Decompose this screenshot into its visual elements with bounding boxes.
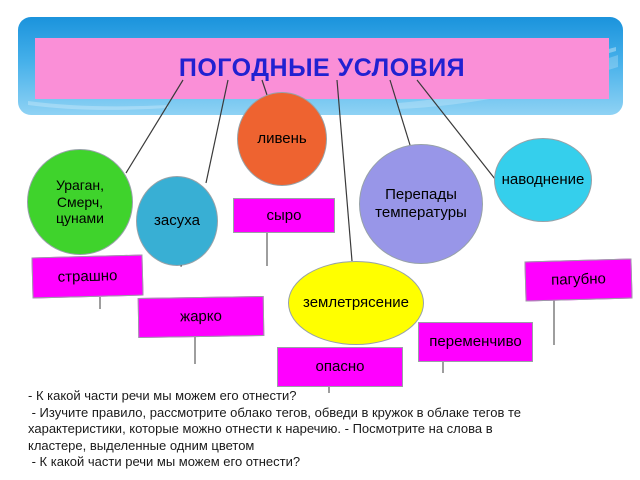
node-label: сыро (266, 206, 302, 224)
node-label: Ураган, Смерч, цунами (55, 177, 105, 227)
node-dangerous: опасно (277, 347, 403, 387)
node-label: пагубно (550, 270, 607, 289)
node-scary: страшно (31, 254, 144, 299)
title-banner: ПОГОДНЫЕ УСЛОВИЯ (18, 17, 623, 115)
notes-line: - К какой части речи мы можем его отнест… (28, 388, 297, 403)
node-label: засуха (154, 212, 200, 230)
node-label: жарко (179, 307, 223, 326)
node-temperature-swings: Перепады температуры (359, 144, 483, 264)
node-drought: засуха (136, 176, 218, 266)
node-label: страшно (57, 266, 118, 286)
title-plate: ПОГОДНЫЕ УСЛОВИЯ (35, 38, 609, 99)
notes-line: - К какой части речи мы можем его отнест… (28, 454, 301, 469)
node-label: переменчиво (429, 333, 522, 351)
node-downpour: ливень (237, 92, 327, 186)
node-label: наводнение (501, 171, 585, 189)
node-earthquake: землетрясение (288, 261, 424, 345)
node-pernicious: пагубно (524, 258, 633, 302)
node-changeable: переменчиво (418, 322, 533, 362)
notes-line: кластере, выделенные одним цветом (28, 437, 255, 453)
node-hot: жарко (137, 296, 265, 338)
node-flood: наводнение (494, 138, 592, 222)
node-label: опасно (315, 358, 365, 376)
node-label: землетрясение (303, 294, 409, 312)
node-label: ливень (257, 130, 307, 148)
notes-line: - Изучите правило, рассмотрите облако те… (28, 404, 522, 420)
node-hurricane: Ураган, Смерч, цунами (27, 149, 133, 255)
node-label: Перепады температуры (375, 186, 467, 221)
teacher-notes: - К какой части речи мы можем его отнест… (28, 388, 613, 471)
node-damp: сыро (233, 198, 335, 233)
notes-line: характеристики, которые можно отнести к … (28, 421, 493, 436)
slide-title: ПОГОДНЫЕ УСЛОВИЯ (178, 54, 466, 82)
